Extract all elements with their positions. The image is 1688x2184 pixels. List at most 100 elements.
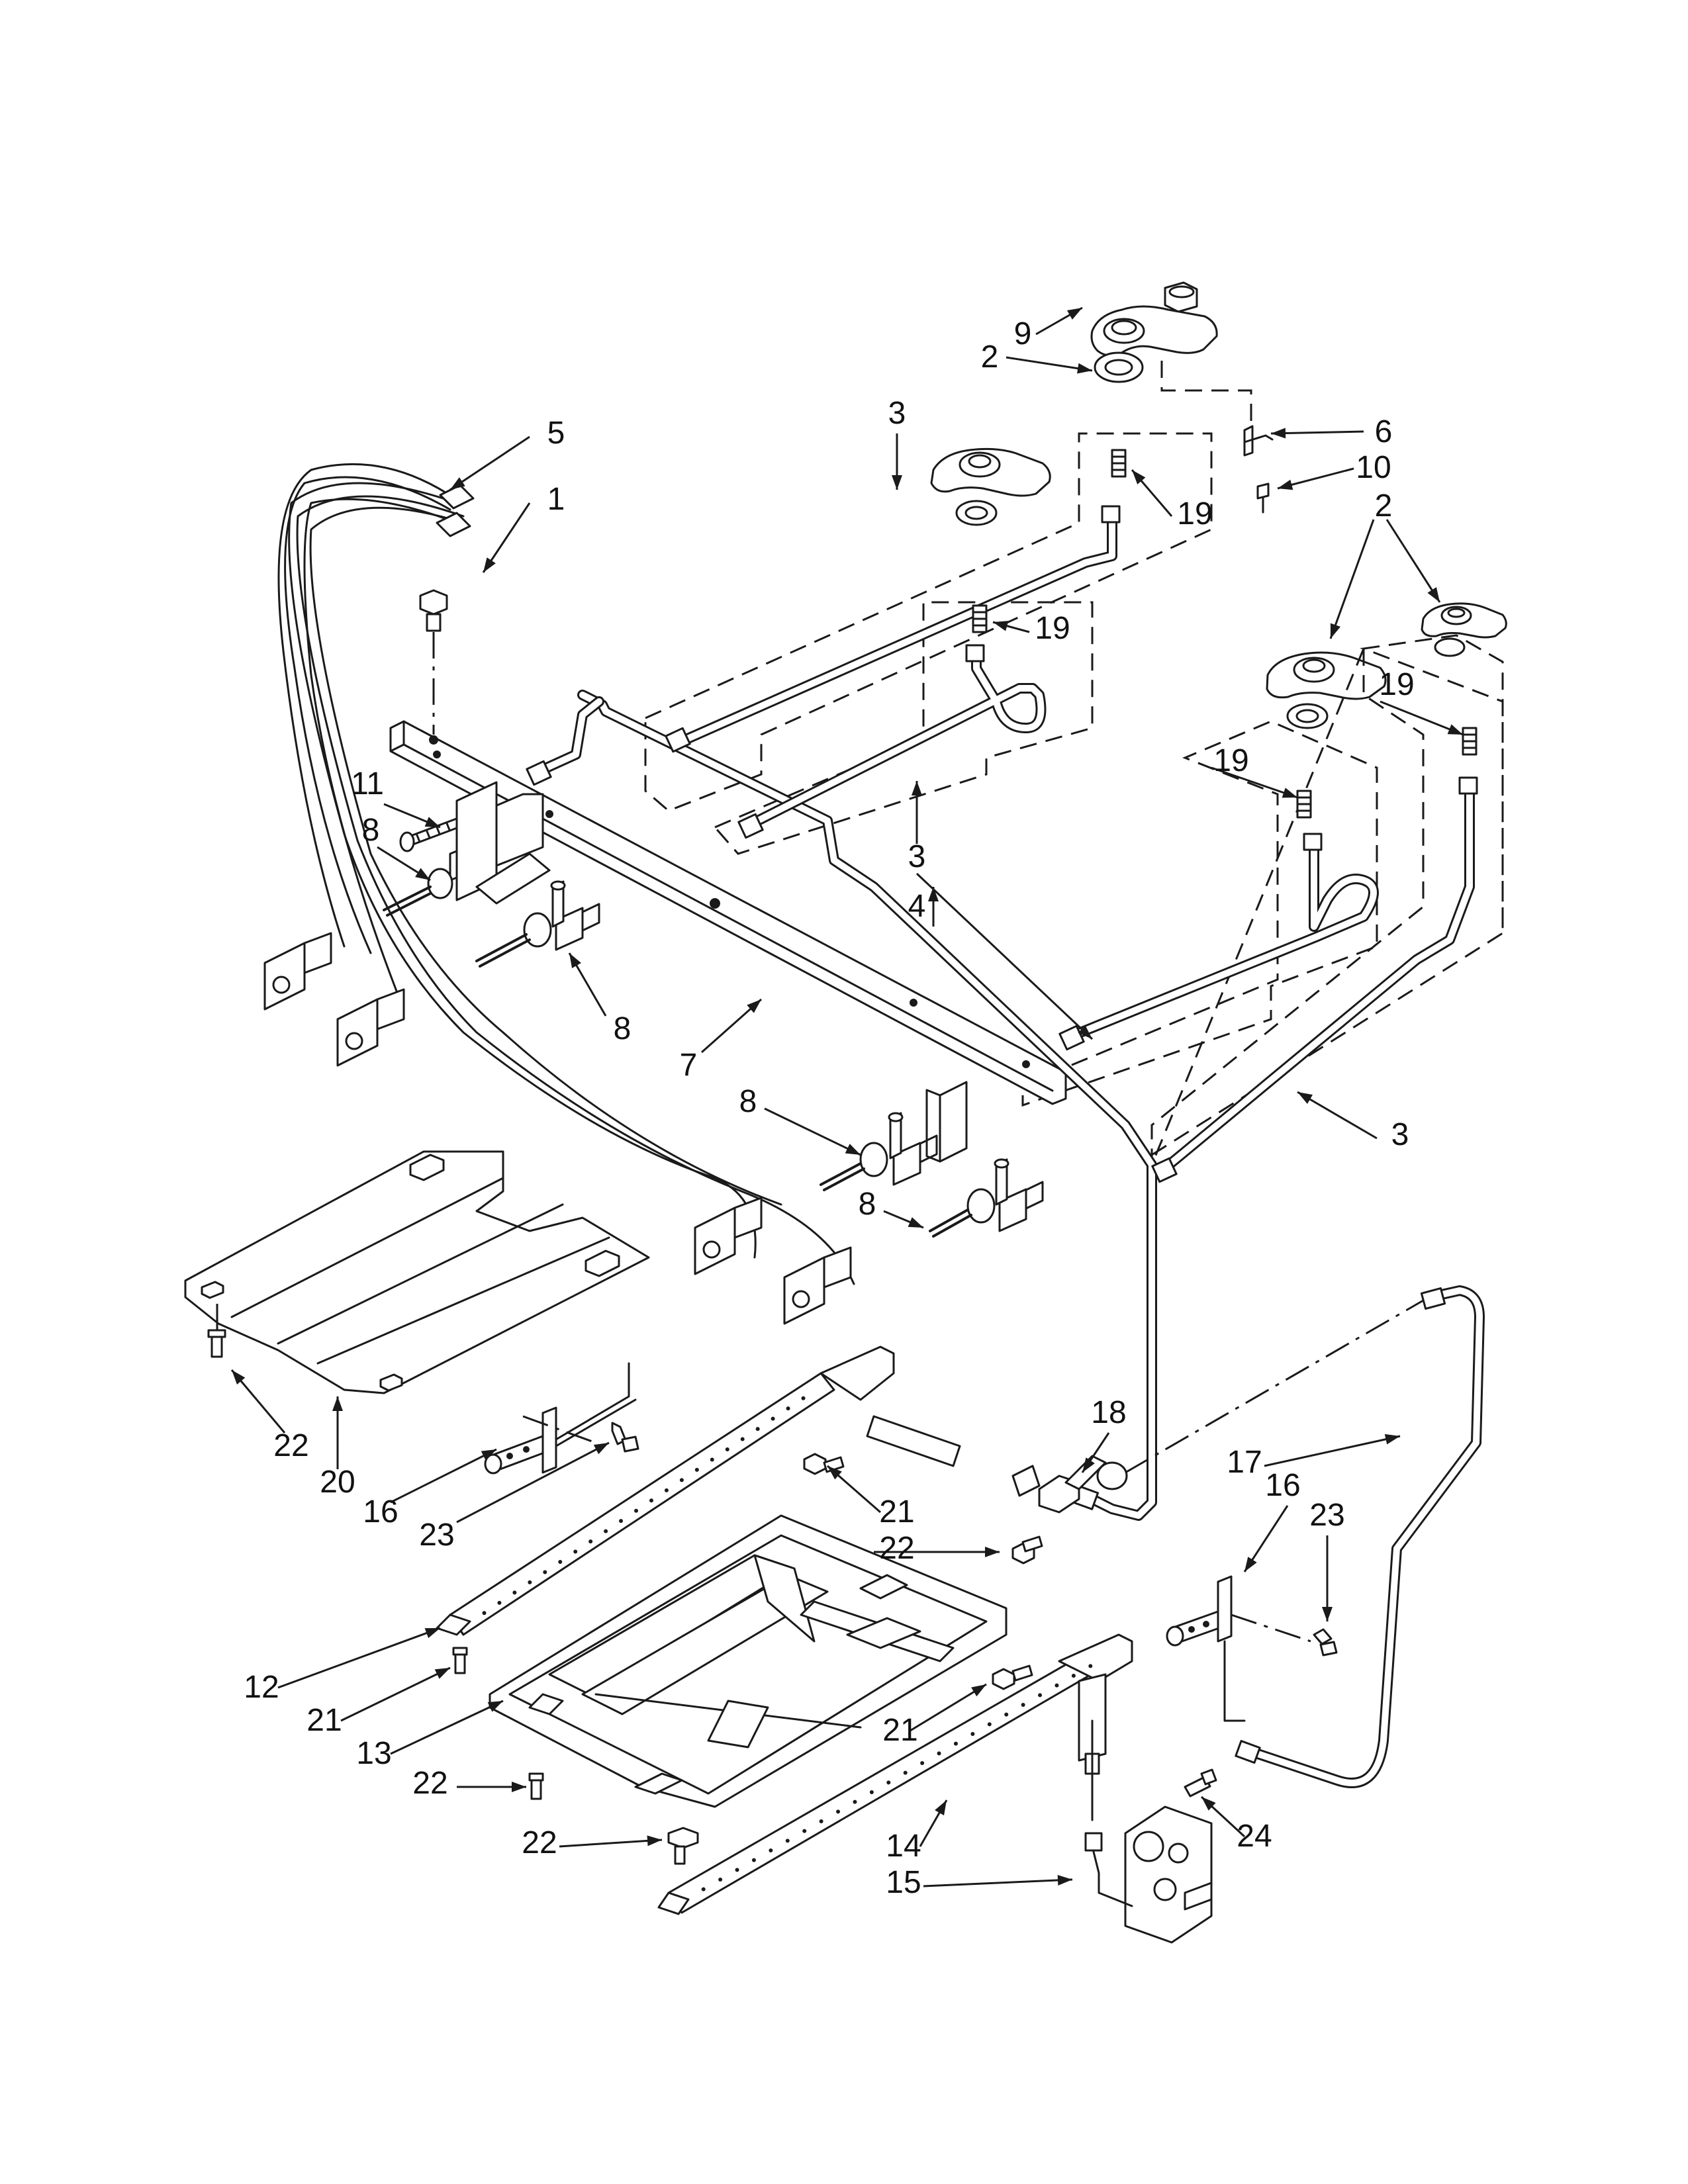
burner-port xyxy=(573,1549,578,1554)
burner-valve-cap-far-right xyxy=(1421,602,1507,657)
arrowhead xyxy=(1271,428,1286,439)
burner-port xyxy=(1088,1664,1093,1668)
arrowhead xyxy=(912,781,922,796)
burner-tube-holes xyxy=(701,1664,1093,1891)
callout-19: 19 xyxy=(1035,611,1070,646)
arrowhead xyxy=(593,1443,609,1455)
screw xyxy=(667,1827,699,1865)
callout-3: 3 xyxy=(1391,1117,1409,1152)
arrowhead xyxy=(1447,724,1463,735)
callout-14: 14 xyxy=(886,1829,921,1864)
callout-9: 9 xyxy=(1014,316,1032,351)
spark-electrode xyxy=(866,1299,1424,1514)
leader-line xyxy=(456,1441,610,1524)
burner-port xyxy=(970,1732,975,1736)
arrowhead xyxy=(487,1701,503,1712)
burner-port xyxy=(664,1488,669,1492)
leader-line xyxy=(390,1700,504,1755)
burner-valve-cap-top-right xyxy=(1090,281,1218,383)
burner-port xyxy=(1071,1674,1076,1678)
igniter xyxy=(1166,1575,1311,1722)
leader-line xyxy=(910,1683,987,1732)
arrowhead xyxy=(985,1547,1000,1557)
arrowhead xyxy=(747,999,761,1013)
manifold-pipe xyxy=(389,720,1067,1105)
leader-line xyxy=(1264,1435,1401,1467)
burner-port xyxy=(802,1829,807,1833)
leader-line xyxy=(449,435,530,491)
arrowhead xyxy=(434,1668,450,1679)
valve-screw xyxy=(1243,425,1274,514)
callout-16: 16 xyxy=(1265,1468,1300,1503)
burner-port xyxy=(801,1396,806,1400)
screw xyxy=(992,1664,1033,1690)
callout-3: 3 xyxy=(888,396,906,431)
screw xyxy=(452,1647,468,1674)
ignition-switch xyxy=(694,1197,763,1275)
burner-port xyxy=(634,1508,639,1513)
callout-24: 24 xyxy=(1237,1819,1272,1854)
arrowhead xyxy=(483,557,496,572)
burner-port xyxy=(953,1741,958,1746)
orifice-fitting xyxy=(972,449,1477,819)
burner-valve-cap-center xyxy=(930,447,1051,526)
burner-port xyxy=(735,1868,739,1872)
arrowhead xyxy=(1322,1607,1333,1621)
burner-valve xyxy=(475,880,600,968)
burner-port xyxy=(497,1600,502,1605)
callout-7: 7 xyxy=(680,1048,698,1083)
burner-port xyxy=(769,1848,773,1852)
callout-1: 1 xyxy=(547,482,565,517)
burner-port xyxy=(679,1478,684,1482)
ignition-switch xyxy=(783,1246,852,1325)
callout-15: 15 xyxy=(886,1865,921,1900)
burner-port xyxy=(1021,1703,1025,1707)
leader-line xyxy=(915,872,1094,1040)
leader-line xyxy=(559,1839,663,1848)
burner-valve xyxy=(820,1081,968,1191)
arrowhead xyxy=(1078,1025,1092,1039)
igniter-screw xyxy=(611,1422,639,1453)
arrowhead xyxy=(971,1684,986,1697)
arrowhead xyxy=(1077,363,1092,374)
callout-2: 2 xyxy=(981,340,999,375)
arrowhead xyxy=(845,1144,861,1155)
arrowhead xyxy=(450,477,465,490)
callout-12: 12 xyxy=(244,1670,279,1705)
screw xyxy=(528,1772,544,1800)
burner-tube xyxy=(436,1345,895,1636)
callout-21: 21 xyxy=(882,1713,917,1748)
burner-port xyxy=(619,1519,624,1524)
arrowhead xyxy=(481,1449,496,1461)
burner-port xyxy=(920,1761,925,1765)
gas-valve-screw xyxy=(1184,1768,1217,1797)
arrowhead xyxy=(647,1835,662,1846)
burner-port xyxy=(482,1611,487,1615)
burner-port xyxy=(886,1780,891,1785)
burner-port xyxy=(710,1457,714,1462)
leader-line xyxy=(277,1627,441,1689)
callout-8: 8 xyxy=(859,1187,876,1222)
arrowhead xyxy=(1427,587,1440,602)
callout-3: 3 xyxy=(908,839,926,874)
burner-port xyxy=(751,1858,756,1862)
callout-22: 22 xyxy=(412,1766,447,1801)
arrowhead xyxy=(424,1628,440,1639)
screw xyxy=(1011,1535,1043,1565)
callout-23: 23 xyxy=(1309,1498,1344,1533)
arrowhead xyxy=(935,1800,947,1816)
callout-16: 16 xyxy=(363,1494,398,1529)
burner-port xyxy=(558,1560,563,1564)
burner-port xyxy=(987,1722,992,1727)
arrowhead xyxy=(1201,1797,1216,1811)
callout-8: 8 xyxy=(739,1084,757,1119)
callout-22: 22 xyxy=(273,1428,308,1463)
arrowhead xyxy=(1066,308,1082,320)
callout-23: 23 xyxy=(419,1518,454,1553)
arrowhead xyxy=(1132,470,1146,484)
burner-port xyxy=(903,1770,908,1775)
heat-shield-screw xyxy=(207,1304,226,1358)
arrowhead xyxy=(1384,1433,1400,1445)
burner-valve-cap-right xyxy=(1266,651,1387,729)
